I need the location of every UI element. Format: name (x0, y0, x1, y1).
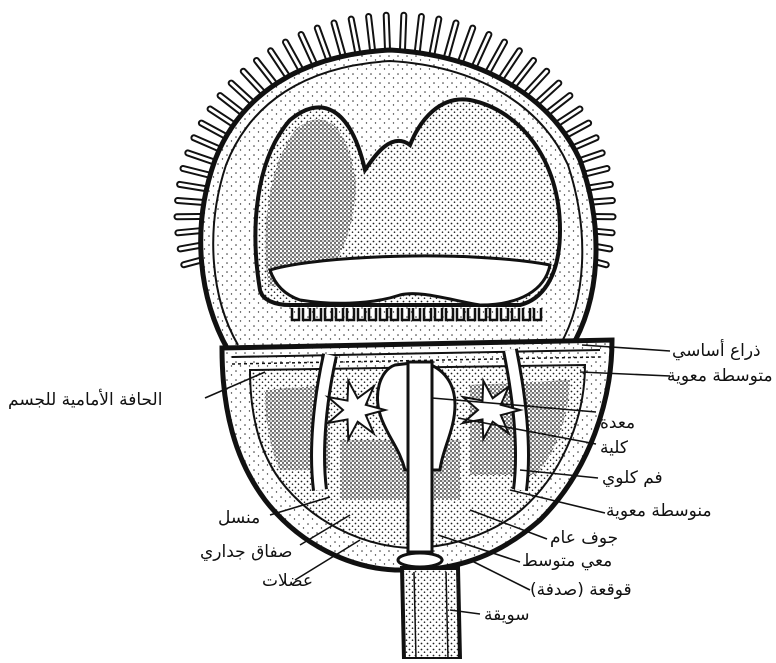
label-kidney: كلية (600, 438, 628, 458)
label-stomach: معدة (600, 413, 635, 433)
label-anterior-edge: الحافة الأمامية للجسم (8, 390, 162, 410)
label-midgut: معي متوسط (522, 551, 612, 571)
pedicle (402, 568, 460, 659)
label-muscles: عضلات (262, 571, 313, 591)
label-mesentery-top: متوسطة معوية (667, 366, 773, 386)
label-pedicle: سويقة (484, 605, 529, 625)
label-parietal-peritoneum: صفاق جداري (200, 542, 292, 562)
midgut-tube (408, 362, 432, 552)
label-shell: قوقعة (صدفة) (530, 580, 632, 600)
label-mesentery-bottom: منوسطة معوية (606, 501, 712, 521)
label-basal-arm: ذراع أساسي (672, 341, 761, 361)
label-gonad: منسل (218, 508, 260, 528)
label-coelom: جوف عام (550, 528, 618, 548)
label-nephridiopore: فم كلوي (602, 468, 663, 488)
